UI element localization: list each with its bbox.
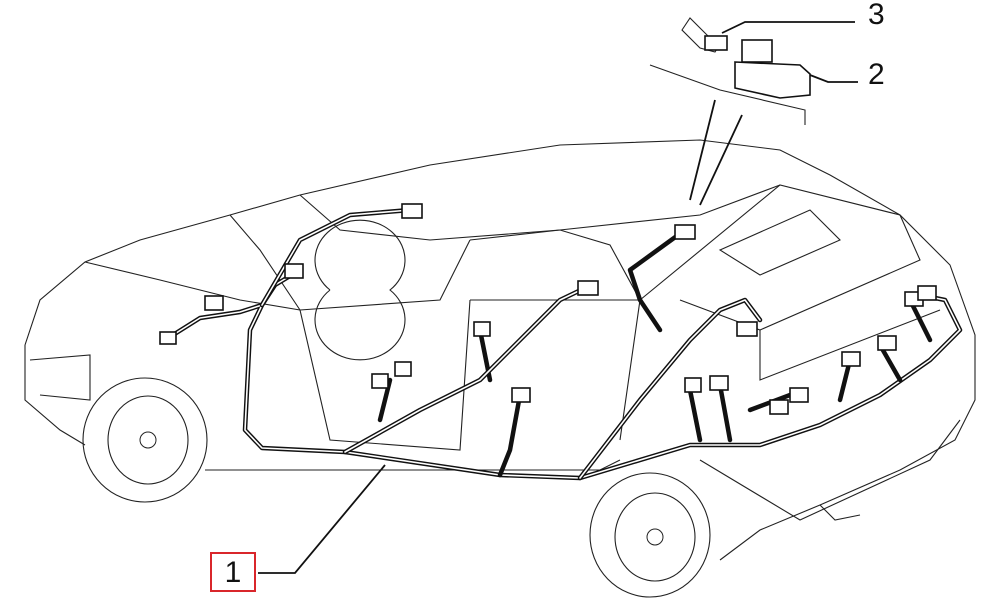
leader-lines xyxy=(258,21,858,574)
wiring-harness xyxy=(162,207,963,481)
callout-1-highlighted: 1 xyxy=(210,552,256,592)
callout-3: 3 xyxy=(868,0,885,31)
car-body-outline xyxy=(24,139,976,561)
callout-2: 2 xyxy=(868,58,885,91)
harness-connectors xyxy=(159,203,937,415)
rear-wheel xyxy=(589,472,711,598)
front-wheel xyxy=(82,377,208,503)
detail-parts xyxy=(649,17,811,206)
